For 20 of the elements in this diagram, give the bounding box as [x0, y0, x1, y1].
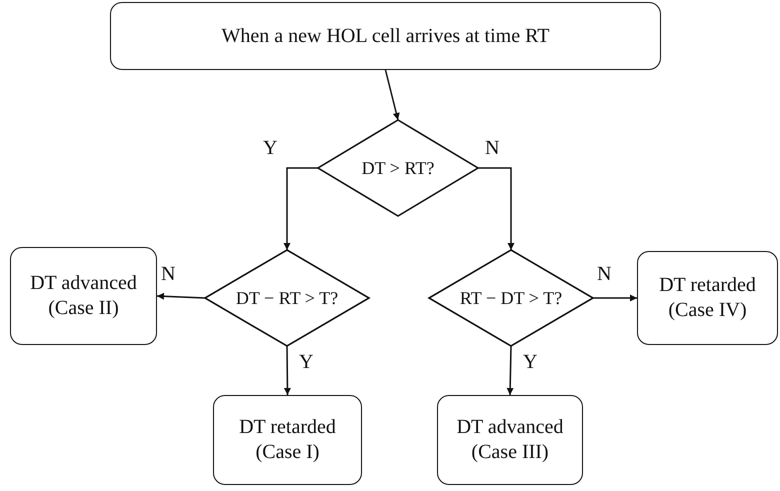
arrow — [593, 294, 637, 302]
arrow — [284, 167, 318, 250]
process-box — [213, 395, 362, 485]
process-box — [437, 395, 583, 485]
node-text: DT retarded (Case IV) — [658, 273, 757, 323]
node-text: DT advanced (Case II) — [29, 271, 138, 321]
process-box — [637, 251, 778, 345]
node-text: RT − DT > T? — [460, 288, 562, 308]
process-box — [110, 2, 661, 70]
node-text: DT advanced (Case III) — [456, 415, 564, 465]
arrow — [384, 70, 400, 120]
node-text: DT − RT > T? — [236, 288, 338, 308]
node-text: When a new HOL cell arrives at time RT — [222, 24, 550, 48]
arrow — [506, 346, 514, 396]
arrow — [284, 346, 291, 395]
arrow — [478, 167, 514, 250]
node-text: DT retarded (Case I) — [238, 415, 337, 465]
arrow — [156, 292, 206, 300]
process-box — [10, 247, 157, 345]
node-text: DT > RT? — [362, 158, 434, 178]
